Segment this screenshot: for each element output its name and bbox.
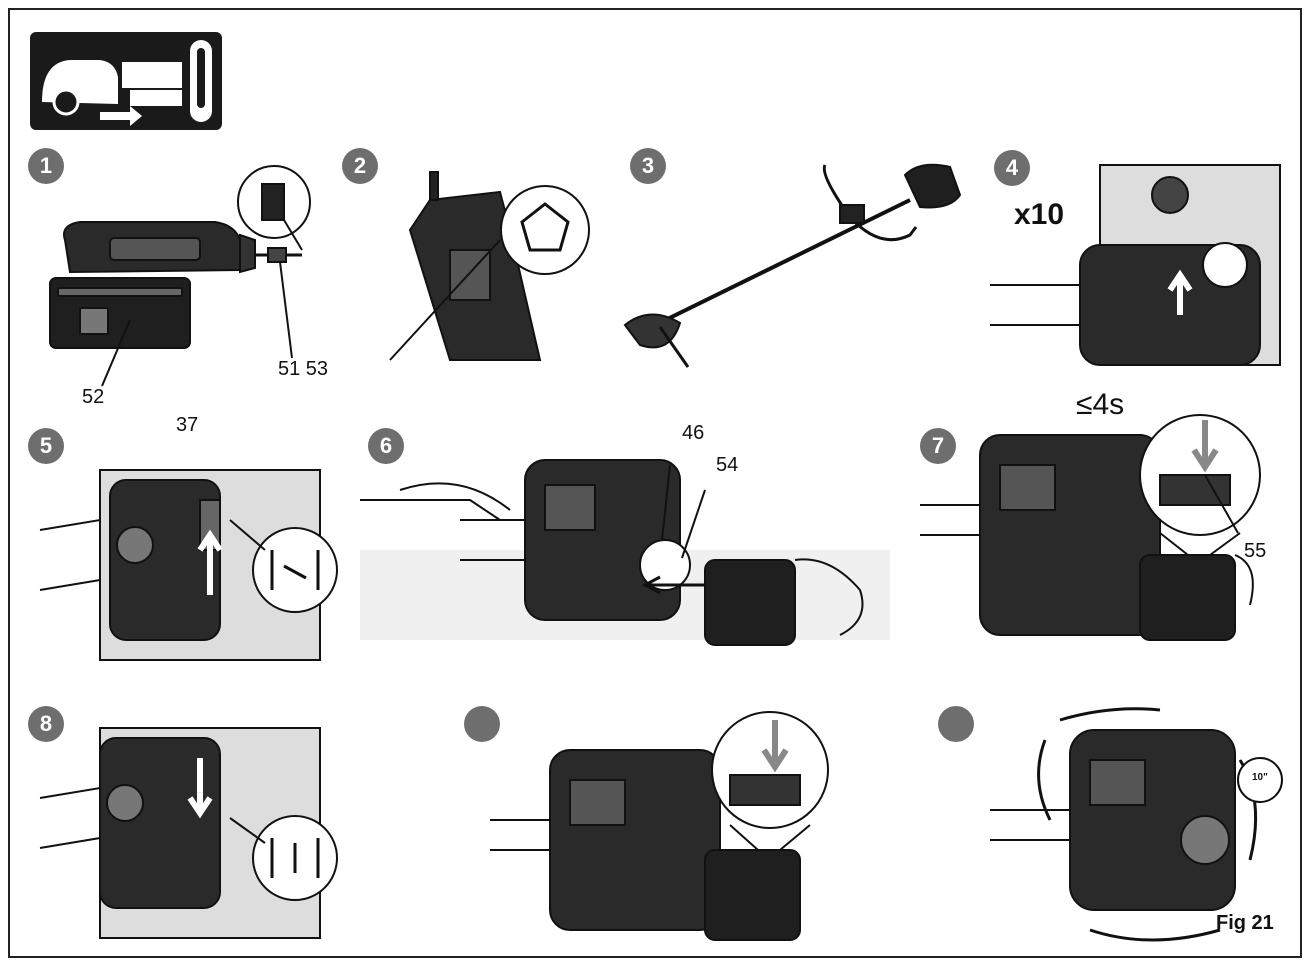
step5-choke-illustration [40,440,340,665]
step2-socket-illustration [390,170,620,370]
callout-37: 37 [176,414,198,437]
step3-trimmer-illustration [620,155,970,375]
timer-icon-label: 10" [1252,772,1268,783]
step9-release-illustration [490,700,830,950]
callout-51-53: 51 53 [278,358,328,381]
step4-primer-illustration [990,165,1285,375]
step7-button-press-illustration [920,405,1280,650]
callout-55: 55 [1244,540,1266,563]
callout-54: 54 [716,454,738,477]
step-badge-2: 2 [342,148,378,184]
step6-pull-start-illustration [360,440,900,665]
cold-start-temperature-icon [30,32,222,130]
callout-52: 52 [82,386,104,409]
step-badge-10 [938,706,974,742]
callout-46: 46 [682,422,704,445]
step8-choke-down-illustration [40,718,340,943]
figure-label: Fig 21 [1216,912,1274,935]
callout-max-4s: ≤4s [1076,388,1124,422]
callout-x10: x10 [1014,198,1064,232]
